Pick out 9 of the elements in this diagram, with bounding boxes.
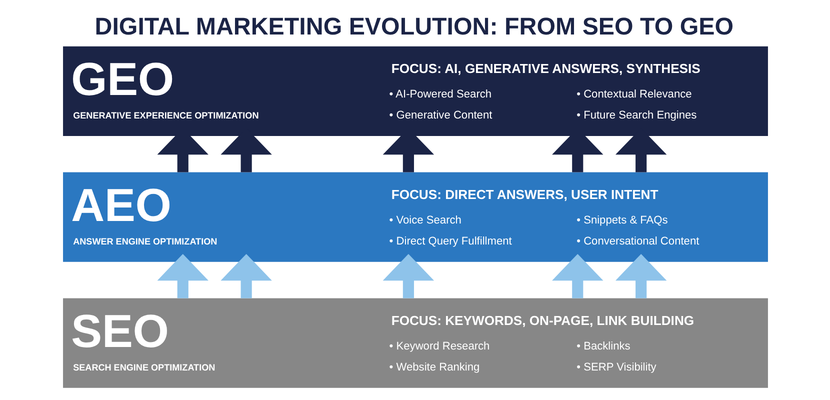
arrow (156, 254, 208, 298)
node-box: GEO GENERATIVE EXPERIENCE OPTIMIZATION FOCUS: AI, GENERATIVE ANSWERS, SYNTHESIS • AI-Powered Search • Contextual Relevance • Generative Content • Future Search Engines (62, 46, 768, 136)
node-box: SEO SEARCH ENGINE OPTIMIZATION FOCUS: KEYWORDS, ON-PAGE, LINK BUILDING • Keyword Research • Backlinks • Website Ranking • SERP Visibility (62, 298, 768, 388)
diagram-title: DIGITAL MARKETING EVOLUTION: FROM SEO TO GEO (94, 14, 734, 41)
arrow (614, 254, 666, 298)
arrow (220, 254, 272, 298)
node-box: AEO ANSWER ENGINE OPTIMIZATION FOCUS: DIRECT ANSWERS, USER INTENT • Voice Search • Snippets & FAQs • Direct Query Fulfillment • Conversational Content (62, 172, 768, 262)
arrow (382, 254, 434, 298)
arrow (552, 254, 603, 298)
